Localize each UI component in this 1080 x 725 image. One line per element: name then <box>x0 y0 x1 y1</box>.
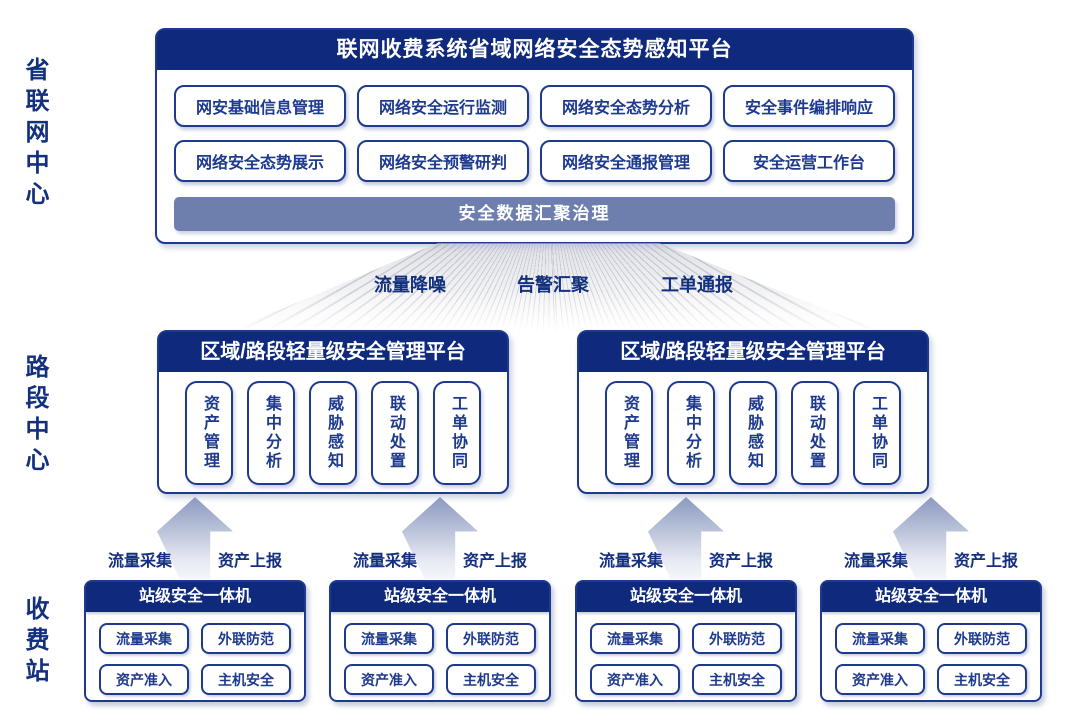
station-module: 流量采集 <box>344 623 434 654</box>
station-group-1: 流量采集 资产上报 站级安全一体机 流量采集 外联防范 资产准入 主机安全 <box>84 497 306 707</box>
station-module-grid: 流量采集 外联防范 资产准入 主机安全 <box>577 612 795 706</box>
station-appliance-title: 站级安全一体机 <box>577 582 795 612</box>
province-module: 网络安全预警研判 <box>357 140 529 182</box>
province-module: 安全事件编排响应 <box>723 85 895 127</box>
flow-label-workorder-report: 工单通报 <box>661 275 733 295</box>
province-module: 网络安全运行监测 <box>357 85 529 127</box>
station-appliance-title: 站级安全一体机 <box>822 582 1040 612</box>
capability-pill: 联动处置 <box>791 381 839 485</box>
province-module-grid: 网安基础信息管理 网络安全运行监测 网络安全态势分析 安全事件编排响应 网络安全… <box>157 70 912 182</box>
capability-pill: 联动处置 <box>371 381 419 485</box>
station-module: 外联防范 <box>201 623 291 654</box>
capability-row: 资产管理 集中分析 威胁感知 联动处置 工单协同 <box>159 372 507 485</box>
province-platform-title: 联网收费系统省域网络安全态势感知平台 <box>157 30 912 70</box>
data-aggregation-bar: 安全数据汇聚治理 <box>174 197 895 231</box>
capability-pill: 集中分析 <box>667 381 715 485</box>
station-appliance-box: 站级安全一体机 流量采集 外联防范 资产准入 主机安全 <box>820 580 1042 702</box>
capability-pill: 工单协同 <box>853 381 901 485</box>
station-module-grid: 流量采集 外联防范 资产准入 主机安全 <box>86 612 304 706</box>
upload-label-traffic-collect: 流量采集 <box>352 553 417 570</box>
station-module-grid: 流量采集 外联防范 资产准入 主机安全 <box>331 612 549 706</box>
province-module: 网络安全态势分析 <box>540 85 712 127</box>
station-appliance-box: 站级安全一体机 流量采集 外联防范 资产准入 主机安全 <box>84 580 306 702</box>
upload-label-traffic-collect: 流量采集 <box>107 553 172 570</box>
province-module: 网络安全态势展示 <box>174 140 346 182</box>
station-module: 资产准入 <box>344 664 434 695</box>
capability-pill: 威胁感知 <box>729 381 777 485</box>
station-module: 资产准入 <box>835 664 925 695</box>
station-module: 资产准入 <box>99 664 189 695</box>
station-module: 流量采集 <box>590 623 680 654</box>
province-module: 安全运营工作台 <box>723 140 895 182</box>
station-module-grid: 流量采集 外联防范 资产准入 主机安全 <box>822 612 1040 706</box>
section-platform-title: 区域/路段轻量级安全管理平台 <box>579 332 927 372</box>
station-module: 流量采集 <box>835 623 925 654</box>
station-module: 主机安全 <box>937 664 1027 695</box>
capability-pill: 工单协同 <box>433 381 481 485</box>
section-platform-left: 区域/路段轻量级安全管理平台 资产管理 集中分析 威胁感知 联动处置 工单协同 <box>157 330 509 494</box>
capability-pill: 集中分析 <box>247 381 295 485</box>
upload-label-traffic-collect: 流量采集 <box>598 553 663 570</box>
station-appliance-title: 站级安全一体机 <box>331 582 549 612</box>
tier-label-province-center: 省联网中心 <box>21 56 48 212</box>
station-appliance-box: 站级安全一体机 流量采集 外联防范 资产准入 主机安全 <box>575 580 797 702</box>
capability-pill: 资产管理 <box>605 381 653 485</box>
capability-pill: 资产管理 <box>185 381 233 485</box>
station-module: 主机安全 <box>692 664 782 695</box>
station-group-3: 流量采集 资产上报 站级安全一体机 流量采集 外联防范 资产准入 主机安全 <box>575 497 797 707</box>
flow-label-alert-aggregation: 告警汇聚 <box>517 275 589 295</box>
station-module: 主机安全 <box>446 664 536 695</box>
station-module: 外联防范 <box>937 623 1027 654</box>
station-module: 主机安全 <box>201 664 291 695</box>
section-platform-title: 区域/路段轻量级安全管理平台 <box>159 332 507 372</box>
province-module: 网络安全通报管理 <box>540 140 712 182</box>
province-platform-panel: 联网收费系统省域网络安全态势感知平台 网安基础信息管理 网络安全运行监测 网络安… <box>155 28 914 244</box>
station-module: 流量采集 <box>99 623 189 654</box>
station-appliance-title: 站级安全一体机 <box>86 582 304 612</box>
station-appliance-box: 站级安全一体机 流量采集 外联防范 资产准入 主机安全 <box>329 580 551 702</box>
upload-label-traffic-collect: 流量采集 <box>843 553 908 570</box>
flow-label-traffic-denoise: 流量降噪 <box>374 275 446 295</box>
capability-row: 资产管理 集中分析 威胁感知 联动处置 工单协同 <box>579 372 927 485</box>
upload-label-asset-report: 资产上报 <box>218 553 283 570</box>
capability-pill: 威胁感知 <box>309 381 357 485</box>
province-module: 网安基础信息管理 <box>174 85 346 127</box>
upload-label-asset-report: 资产上报 <box>954 553 1019 570</box>
station-module: 外联防范 <box>692 623 782 654</box>
station-module: 外联防范 <box>446 623 536 654</box>
tier-label-road-section-center: 路段中心 <box>21 354 48 478</box>
section-platform-right: 区域/路段轻量级安全管理平台 资产管理 集中分析 威胁感知 联动处置 工单协同 <box>577 330 929 494</box>
station-module: 资产准入 <box>590 664 680 695</box>
station-group-4: 流量采集 资产上报 站级安全一体机 流量采集 外联防范 资产准入 主机安全 <box>820 497 1042 707</box>
upload-label-asset-report: 资产上报 <box>463 553 528 570</box>
tier-label-toll-station: 收费站 <box>21 595 48 689</box>
upload-label-asset-report: 资产上报 <box>709 553 774 570</box>
station-group-2: 流量采集 资产上报 站级安全一体机 流量采集 外联防范 资产准入 主机安全 <box>329 497 551 707</box>
